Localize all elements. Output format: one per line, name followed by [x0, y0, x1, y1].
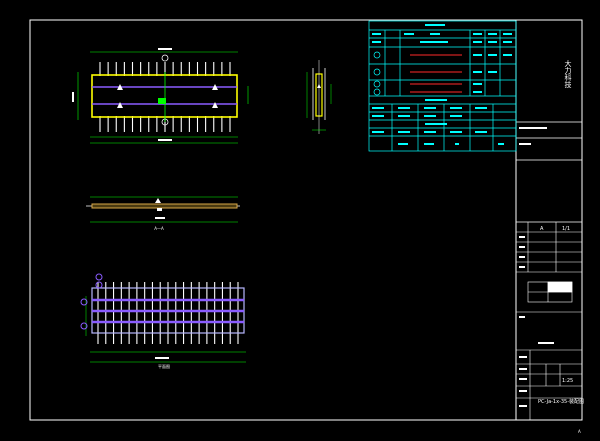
sheet-frame: [29, 19, 583, 421]
scale-value: 1:25: [562, 378, 573, 384]
plan-label: 平面图: [158, 363, 170, 369]
company-name: 大力科技: [564, 59, 572, 89]
drawing-number: PC-Ja-1x-35-装配图: [538, 398, 584, 405]
plan-view: [80, 273, 246, 363]
section-label: A—A: [154, 226, 164, 231]
title-block: [516, 222, 582, 420]
dimension-text-marks: [72, 48, 172, 359]
top-view-markers: [117, 84, 218, 108]
parts-table-highlights: [410, 54, 462, 93]
plan-view-ribs: [97, 282, 239, 344]
side-view: [306, 60, 332, 134]
top-view-ribs: [99, 62, 231, 132]
parts-table-text-marks: [372, 24, 512, 145]
parts-table: [368, 20, 517, 152]
sheet-number: 1/1: [562, 226, 570, 232]
revision-mark: A: [540, 226, 544, 232]
page-mark: A: [578, 429, 581, 434]
top-view: [77, 51, 249, 144]
title-column-marks: [519, 127, 554, 407]
section-view: [86, 196, 240, 223]
